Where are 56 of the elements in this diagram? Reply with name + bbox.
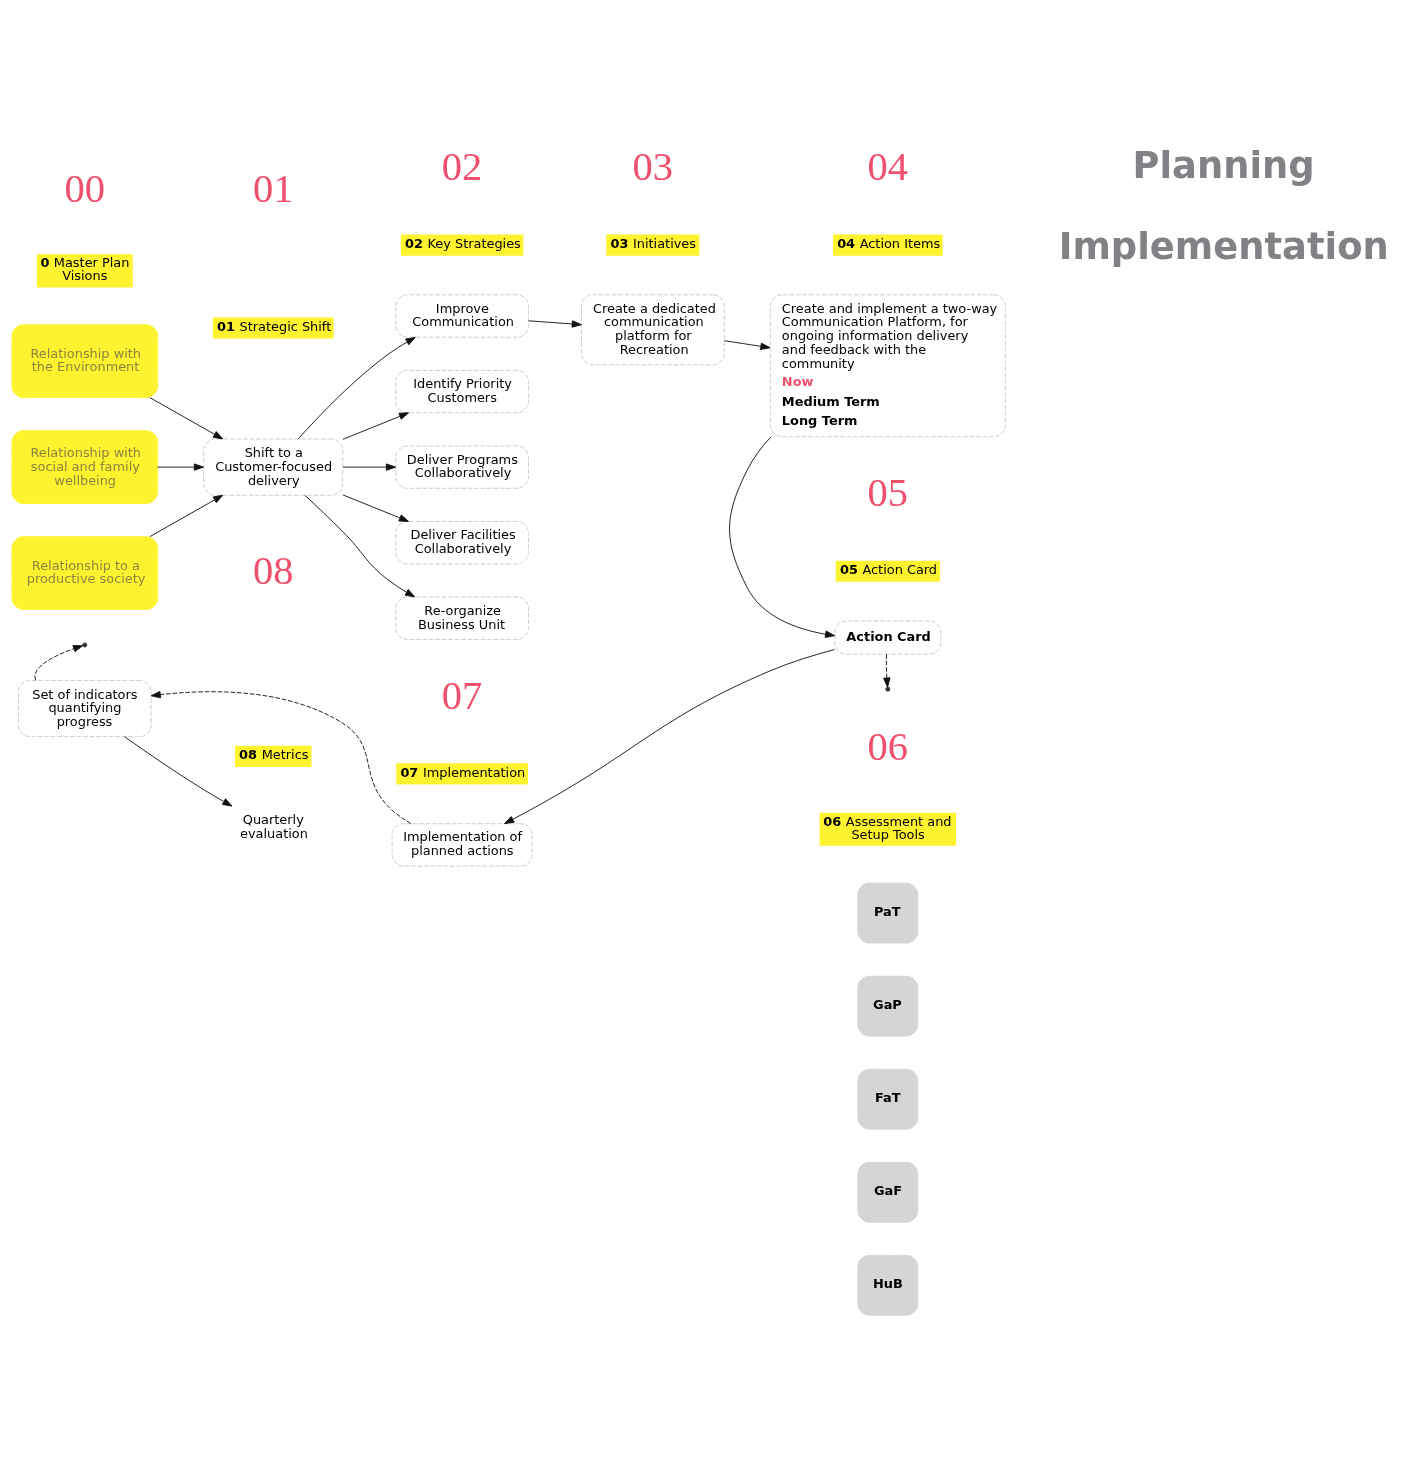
arrow xyxy=(149,396,224,439)
node-box: Set of indicators quantifying progress xyxy=(18,679,152,737)
node-box: GaF xyxy=(857,1161,919,1223)
arrow xyxy=(124,735,233,807)
node-box: PaT xyxy=(857,882,919,943)
arrow xyxy=(883,653,891,688)
arrow xyxy=(149,494,224,537)
arrow xyxy=(157,462,204,471)
arrow xyxy=(150,690,412,824)
label: 07 Implementation xyxy=(400,764,526,780)
label: 07 xyxy=(441,672,483,718)
node-box: Relationship with social and family wellbeing xyxy=(11,429,159,504)
arrow xyxy=(504,648,836,824)
label: 01 Strategic Shift xyxy=(217,318,332,334)
arrow xyxy=(528,319,582,328)
arrow xyxy=(342,411,410,440)
node-box: Create a dedicated communication platform for Recreation xyxy=(581,293,725,365)
label: 05 xyxy=(867,469,909,515)
arrow xyxy=(342,493,410,522)
arrow xyxy=(34,644,84,681)
node-box: Implementation of planned actions xyxy=(391,822,533,867)
node-box: Shift to a Customer-focused delivery xyxy=(203,438,344,496)
label: 05 Action Card xyxy=(839,561,938,577)
node-box: Re-organize Business Unit xyxy=(395,596,529,640)
node-box: Create and implement a two-way Communication Platform, for ongoing information delivery and feedback with the community Now Medium Term Long Term xyxy=(769,293,1006,437)
label: 08 xyxy=(252,547,294,593)
arrow xyxy=(723,339,771,350)
arrow xyxy=(729,435,836,638)
label: 06 xyxy=(867,723,909,769)
node-box: Relationship with the Environment xyxy=(11,323,159,398)
label: 04 xyxy=(867,143,909,189)
arrow xyxy=(342,462,397,471)
label: 0 Master Plan Visions xyxy=(40,254,130,283)
label: 02 xyxy=(441,143,483,189)
node-box: GaP xyxy=(857,975,919,1037)
label: 03 xyxy=(632,143,674,189)
node-box: Improve Communication xyxy=(395,293,529,338)
node-text: Quarterly evaluation xyxy=(240,811,308,841)
node-box: Deliver Programs Collaboratively xyxy=(395,444,529,489)
label: 01 xyxy=(252,165,294,211)
label: 04 Action Items xyxy=(837,235,941,251)
label: Planning xyxy=(1132,143,1315,187)
arrow xyxy=(304,494,416,597)
label: 00 xyxy=(64,165,106,211)
arrow xyxy=(297,336,416,439)
node-box: FaT xyxy=(857,1068,919,1130)
node-box: Identify Priority Customers xyxy=(395,369,529,413)
node-box: HuB xyxy=(857,1254,919,1316)
node-box: Relationship to a productive society xyxy=(11,535,159,610)
label: 03 Initiatives xyxy=(610,235,697,251)
label: 08 Metrics xyxy=(239,746,309,762)
node-box: Deliver Facilities Collaboratively xyxy=(395,520,529,564)
node-box: Action Card xyxy=(834,620,942,655)
label: 02 Key Strategies xyxy=(404,235,521,251)
label: Implementation xyxy=(1058,224,1389,268)
label: 06 Assessment and Setup Tools xyxy=(823,813,952,842)
